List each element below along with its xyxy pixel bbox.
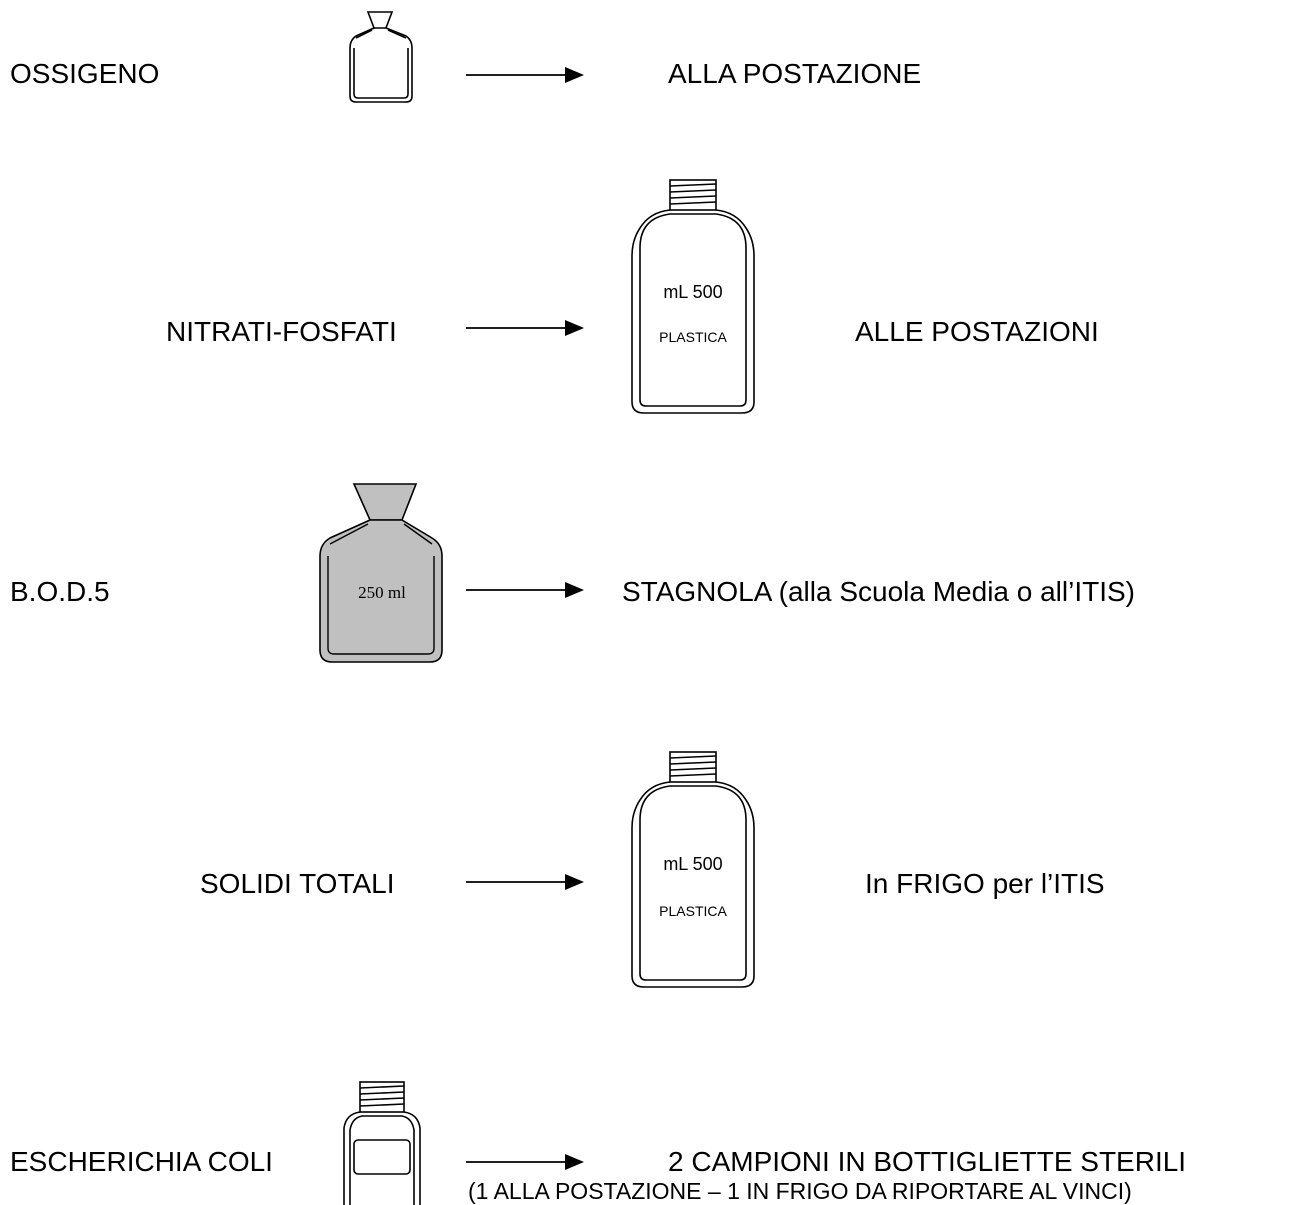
arrow-solidi-totali [466, 874, 584, 890]
parameter-solidi-totali: SOLIDI TOTALI [200, 868, 395, 899]
destination-solidi-totali: In FRIGO per l’ITIS [865, 868, 1105, 899]
destination-nitrati-fosfati: ALLE POSTAZIONI [855, 316, 1099, 347]
plastic-bottle-icon: mL 500 PLASTICA [631, 751, 755, 988]
arrow-escherichia-coli [466, 1154, 584, 1170]
bottle-volume-label: mL 500 [663, 854, 722, 874]
bottle-material-label: PLASTICA [659, 903, 727, 919]
parameter-bod5: B.O.D.5 [10, 576, 110, 607]
bod-bottle-icon [349, 11, 413, 103]
destination-bod5: STAGNOLA (alla Scuola Media o all’ITIS) [622, 576, 1136, 607]
parameter-escherichia-coli: ESCHERICHIA COLI [10, 1146, 273, 1177]
destination-escherichia-coli: 2 CAMPIONI IN BOTTIGLIETTE STERILI [668, 1146, 1187, 1177]
bottle-material-label: PLASTICA [659, 329, 727, 345]
parameter-nitrati-fosfati: NITRATI-FOSFATI [166, 316, 397, 347]
bottle-volume-label: mL 500 [663, 282, 722, 302]
arrow-ossigeno [466, 67, 584, 83]
bod-bottle-icon: 250 ml [319, 483, 443, 663]
parameter-ossigeno: OSSIGENO [10, 58, 160, 89]
arrow-nitrati-fosfati [466, 320, 584, 336]
plastic-bottle-icon: mL 500 PLASTICA [631, 179, 755, 414]
bottle-volume-label: 250 ml [358, 583, 406, 602]
destination-ossigeno: ALLA POSTAZIONE [668, 58, 922, 89]
sterile-bottle-icon [343, 1081, 421, 1205]
destination-note-escherichia-coli: (1 ALLA POSTAZIONE – 1 IN FRIGO DA RIPOR… [468, 1178, 1132, 1204]
arrow-bod5 [466, 582, 584, 598]
